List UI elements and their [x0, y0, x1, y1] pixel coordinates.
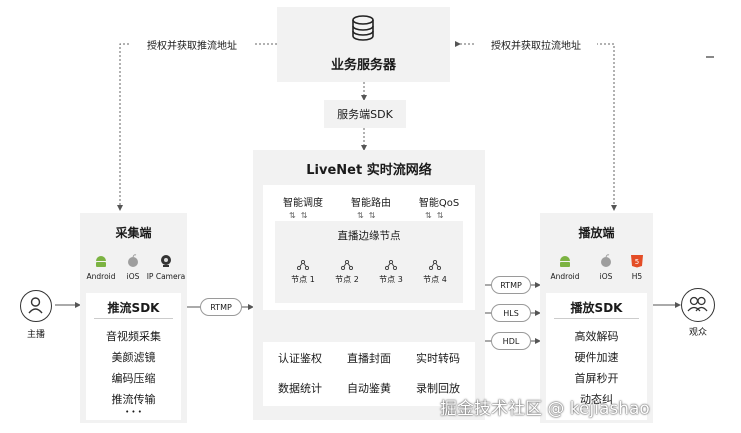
node-1: 节点 1 [283, 255, 323, 285]
database-icon [351, 15, 375, 45]
smart-schedule: 智能调度 [283, 197, 323, 209]
push-protocol-rtmp: RTMP [200, 298, 242, 316]
node-icon [296, 259, 310, 271]
users-icon [687, 296, 708, 312]
html5-icon: 5 [631, 255, 643, 268]
pull-protocol-hdl: HDL [491, 332, 531, 350]
auth-pull-label: 授权并获取拉流地址 [475, 36, 597, 52]
auth-pull-line [455, 41, 617, 211]
feature-stats: 数据统计 [278, 382, 322, 395]
edge-node-box: 直播边缘节点 节点 1 节点 2 节点 3 节点 4 [275, 221, 463, 303]
livenet-network-box: 智能调度 智能路由 智能QoS ⇅ ⇅ ⇅ ⇅ ⇅ ⇅ 直播边缘节点 节点 1 … [263, 185, 475, 310]
arrow-mark: ⇅ ⇅ [289, 211, 308, 220]
node-icon [384, 259, 398, 271]
apple-icon [128, 254, 138, 267]
feature-porn-detect: 自动鉴黄 [347, 382, 391, 395]
player-title: 播放端 [578, 225, 615, 240]
play-item-first-frame: 首屏秒开 [574, 372, 619, 385]
push-item-encode: 编码压缩 [111, 372, 156, 385]
play-item-decode: 高效解码 [574, 330, 619, 343]
feature-auth: 认证鉴权 [278, 352, 322, 365]
feature-cover: 直播封面 [347, 352, 391, 365]
edge-mark [706, 56, 714, 58]
auth-push-label: 授权并获取推流地址 [131, 36, 253, 52]
play-item-hw-accel: 硬件加速 [574, 351, 619, 364]
audience-avatar [681, 288, 715, 322]
push-sdk-box: 推流SDK 音视频采集 美颜滤镜 编码压缩 推流传输 • • • [86, 293, 181, 420]
feature-transcode: 实时转码 [416, 352, 460, 365]
divider [554, 318, 639, 319]
node-4: 节点 4 [415, 255, 455, 285]
camera-icon [161, 255, 171, 267]
android-icon [96, 256, 106, 267]
edge-node-title: 直播边缘节点 [337, 229, 401, 242]
apple-icon [601, 254, 611, 267]
player-sdk-title: 播放SDK [570, 300, 623, 315]
push-item-more: • • • [125, 408, 142, 416]
push-item-capture: 音视频采集 [106, 330, 161, 343]
feature-record: 录制回放 [416, 382, 460, 395]
anchor-avatar [20, 290, 52, 322]
livenet-title: LiveNet 实时流网络 [306, 162, 432, 178]
arrow-mark: ⇅ ⇅ [357, 211, 376, 220]
server-title: 业务服务器 [330, 57, 396, 73]
player-sdk-box: 播放SDK 高效解码 硬件加速 首屏秒开 动态纠 [546, 293, 647, 420]
node-icon [340, 259, 354, 271]
collector-panel: 采集端 Android iOS IP Camera 推流SDK 音视频采集 美颜… [80, 213, 187, 423]
node-2: 节点 2 [327, 255, 367, 285]
anchor-label: 主播 [26, 329, 45, 340]
watermark: 掘金技术社区 @ kejiashao [440, 399, 650, 419]
collector-title: 采集端 [115, 225, 152, 240]
user-icon [28, 297, 43, 314]
divider [94, 318, 173, 319]
livenet-features-box: 认证鉴权 直播封面 实时转码 数据统计 自动鉴黄 录制回放 [263, 342, 475, 406]
arrow-mark: ⇅ ⇅ [425, 211, 444, 220]
platform-ios: iOS [120, 253, 146, 281]
svg-text:5: 5 [635, 258, 639, 266]
node-icon [428, 259, 442, 271]
player-platform-ios: iOS [592, 253, 620, 281]
pull-protocol-hls: HLS [491, 304, 531, 322]
audience-label: 观众 [688, 327, 707, 338]
smart-route: 智能路由 [351, 197, 391, 209]
push-item-transport: 推流传输 [111, 393, 156, 406]
smart-qos: 智能QoS [418, 197, 460, 209]
player-panel: 播放端 Android iOS 5 H5 播放SDK 高效解码 硬件加速 首屏秒… [540, 213, 653, 423]
push-item-beauty: 美颜滤镜 [111, 351, 156, 364]
push-sdk-title: 推流SDK [107, 300, 160, 315]
platform-ip-camera: IP Camera [146, 253, 186, 281]
server-sdk-box: 服务端SDK [324, 100, 406, 128]
business-server-box: 业务服务器 [277, 7, 450, 82]
player-platform-android: Android [548, 253, 582, 281]
pull-protocol-rtmp: RTMP [491, 276, 531, 294]
player-platform-h5: 5 H5 [624, 253, 650, 281]
livenet-panel: LiveNet 实时流网络 智能调度 智能路由 智能QoS ⇅ ⇅ ⇅ ⇅ ⇅ … [253, 150, 485, 420]
node-3: 节点 3 [371, 255, 411, 285]
play-item-dynamic: 动态纠 [580, 393, 613, 406]
android-icon [560, 256, 570, 267]
platform-android: Android [86, 253, 116, 281]
